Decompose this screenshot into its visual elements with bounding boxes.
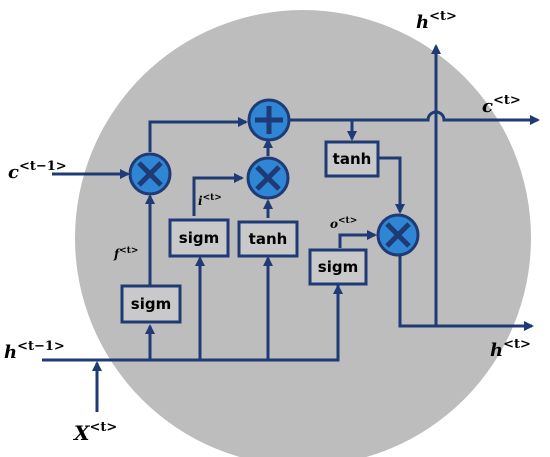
input-gate-label: i<t>: [198, 193, 222, 208]
input-multiply-icon: [246, 156, 290, 200]
output-multiply-icon: [376, 213, 420, 257]
forget-sigm-label: sigm: [131, 295, 171, 313]
h-out-top-label: h<t>: [416, 9, 457, 33]
cell-tanh-box: tanh: [324, 140, 380, 178]
output-sigm-label: sigm: [318, 258, 358, 276]
cell-tanh-label: tanh: [333, 150, 372, 168]
x-input-label: X<t>: [72, 420, 117, 445]
forget-to-add-wire: [148, 117, 248, 152]
input-tanh-box: tanh: [237, 220, 299, 258]
output-gate-wire: [338, 230, 377, 248]
h-out-wire: [398, 256, 534, 331]
input-tanh-label: tanh: [249, 230, 288, 248]
output-gate-label: o<t>: [330, 216, 357, 231]
input-sigm-box: sigm: [168, 218, 230, 258]
connections: [42, 44, 540, 412]
cell-background: [75, 10, 531, 457]
forget-gate-label: f<t>: [113, 246, 138, 261]
input-gate-wire: [192, 173, 244, 216]
forget-sigm-box: sigm: [120, 284, 182, 324]
c-out-label: c<t>: [482, 93, 521, 117]
tanh-to-output-wire: [378, 156, 405, 214]
c-prev-label: c<t−1>: [8, 159, 67, 183]
add-icon: [247, 98, 291, 142]
h-out-right-label: h<t>: [490, 337, 531, 361]
forget-multiply-icon: [128, 152, 172, 196]
output-sigm-box: sigm: [308, 248, 368, 286]
h-prev-label: h<t−1>: [4, 339, 65, 363]
input-sigm-label: sigm: [179, 229, 219, 247]
